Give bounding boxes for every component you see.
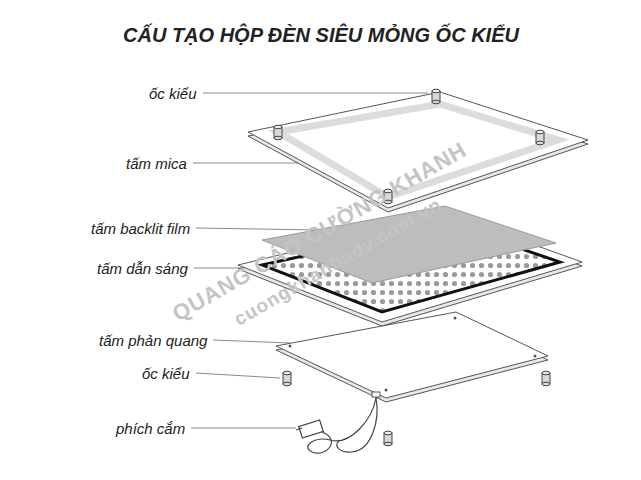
part-label: tấm backlit film bbox=[91, 220, 190, 237]
plug bbox=[296, 398, 377, 453]
mica-sheet bbox=[248, 89, 588, 212]
part-label: phích cắm bbox=[116, 420, 185, 437]
diagram-title: CẤU TẠO HỘP ĐÈN SIÊU MỎNG ỐC KIỂU bbox=[123, 24, 519, 47]
bottom-screws bbox=[283, 371, 550, 446]
reflector-plate bbox=[276, 312, 548, 402]
part-label: ốc kiểu bbox=[149, 85, 197, 102]
part-label: tấm dẫn sáng bbox=[97, 260, 188, 277]
part-label: tấm phản quang bbox=[99, 332, 207, 349]
part-label: ốc kiểu bbox=[142, 365, 190, 382]
part-label: tấm mica bbox=[126, 155, 187, 172]
